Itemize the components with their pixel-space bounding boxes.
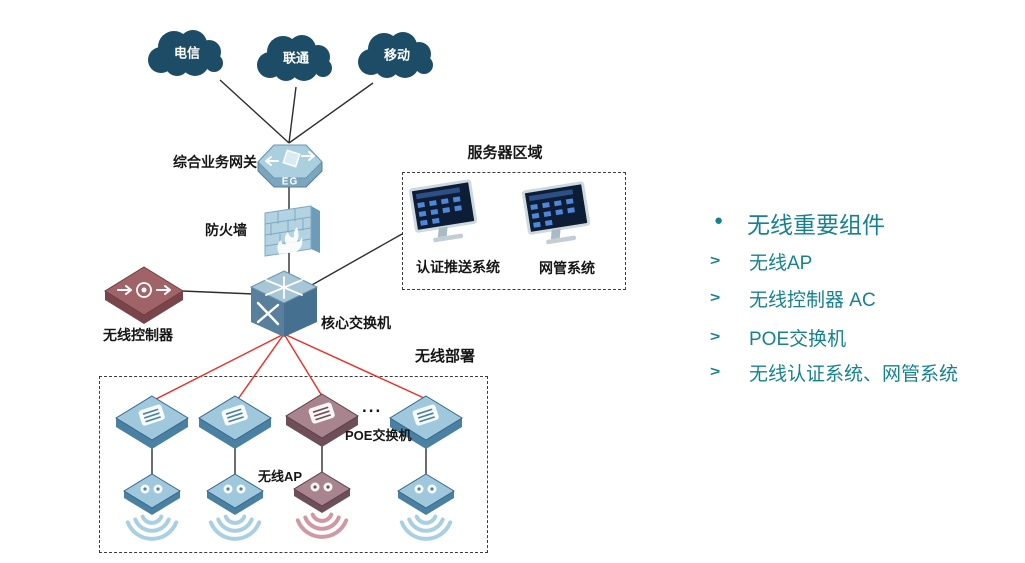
auth-server-label: 认证推送系统: [416, 258, 500, 275]
wireless-deployment-box: [99, 376, 488, 553]
firewall-icon: [264, 205, 320, 257]
more-switches-ellipsis: ...: [362, 397, 383, 416]
panel-item-wireless-ap: 无线AP: [749, 253, 813, 274]
server-area-title: 服务器区域: [467, 144, 543, 162]
arrow-bullet-icon: >: [709, 252, 721, 268]
cloud-unicom-label: 联通: [282, 50, 310, 66]
nms-server-label: 网管系统: [539, 259, 595, 276]
cloud-telecom-label: 电信: [173, 45, 201, 61]
wireless-controller-label: 无线控制器: [103, 327, 173, 343]
gateway-badge: EG: [281, 176, 299, 188]
cloud-mobile-label: 移动: [383, 47, 411, 63]
panel-item-auth-nms: 无线认证系统、网管系统: [749, 364, 959, 385]
panel-title: 无线重要组件: [747, 212, 885, 238]
poe-switch-label: POE交换机: [345, 428, 412, 443]
firewall-label: 防火墙: [205, 222, 247, 238]
arrow-bullet-icon: >: [709, 363, 721, 379]
arrow-bullet-icon: >: [709, 289, 721, 305]
gateway-label: 综合业务网关: [173, 154, 257, 170]
arrow-bullet-icon: >: [709, 328, 721, 344]
panel-item-wireless-controller: 无线控制器 AC: [749, 290, 876, 311]
bullet-icon: ●: [714, 212, 724, 229]
core-switch-label: 核心交换机: [321, 315, 391, 331]
core-switch-icon: [249, 270, 319, 337]
server-area-box: [402, 172, 626, 290]
wireless-controller-icon: [104, 266, 184, 324]
deployment-title: 无线部署: [415, 348, 476, 365]
wireless-ap-label: 无线AP: [258, 469, 303, 484]
panel-item-poe-switch: POE交换机: [749, 329, 847, 350]
